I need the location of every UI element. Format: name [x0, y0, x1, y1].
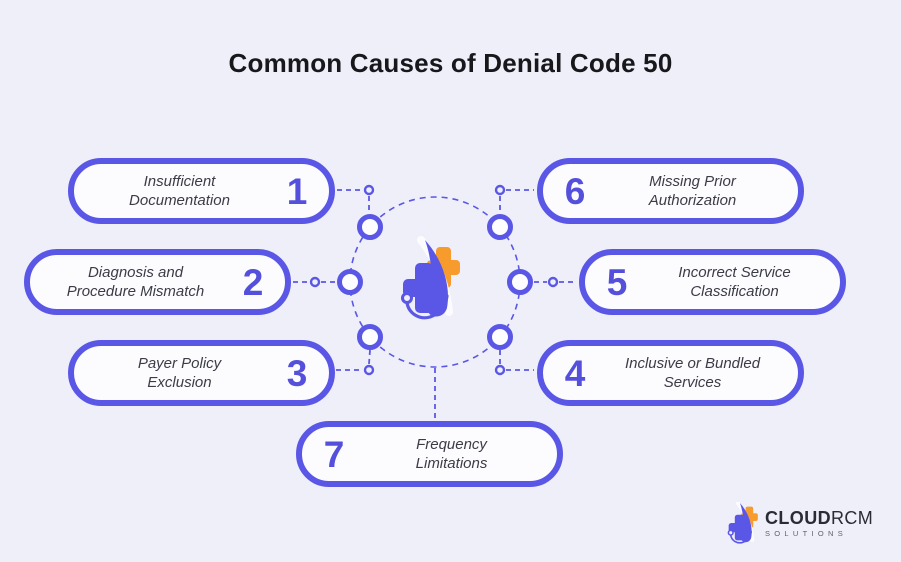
cause-number: 2: [242, 261, 264, 303]
cause-number: 4: [564, 352, 586, 394]
medical-cross-stethoscope-logo-icon: [403, 240, 461, 318]
cause-pill-5: 5 Incorrect Service Classification: [579, 249, 846, 315]
cause-number: 1: [286, 170, 308, 212]
cause-pill-7: 7 Frequency Limitations: [296, 421, 563, 487]
hub-small-rings: [309, 184, 559, 376]
page-title: Common Causes of Denial Code 50: [228, 48, 673, 78]
cause-label: Missing Prior Authorization: [648, 172, 737, 210]
cause-label: Inclusive or Bundled Services: [624, 354, 761, 392]
cause-pill-6: 6 Missing Prior Authorization: [537, 158, 804, 224]
cloudrcm-logo-icon: [727, 502, 760, 545]
cause-label: Frequency Limitations: [415, 435, 488, 473]
brand-text: CLOUDRCM SOLUTIONS: [765, 509, 873, 538]
brand-name: CLOUDRCM: [765, 508, 874, 528]
cause-label: Incorrect Service Classification: [678, 263, 791, 301]
cause-number: 6: [564, 170, 586, 212]
hub-node-rings: [337, 214, 533, 350]
brand-logo: CLOUDRCM SOLUTIONS: [727, 502, 873, 545]
cause-number: 3: [286, 352, 308, 394]
cause-pill-4: 4 Inclusive or Bundled Services: [537, 340, 804, 406]
cause-number: 7: [323, 433, 345, 475]
hub-connectors: [293, 189, 577, 419]
cause-label: Payer Policy Exclusion: [137, 354, 222, 392]
cause-pill-1: Insufficient Documentation 1: [68, 158, 335, 224]
cause-pill-2: Diagnosis and Procedure Mismatch 2: [24, 249, 291, 315]
cause-number: 5: [606, 261, 628, 303]
cause-label: Insufficient Documentation: [129, 172, 230, 210]
brand-tagline: SOLUTIONS: [765, 529, 848, 538]
cause-label: Diagnosis and Procedure Mismatch: [66, 263, 205, 301]
cause-pill-3: Payer Policy Exclusion 3: [68, 340, 335, 406]
